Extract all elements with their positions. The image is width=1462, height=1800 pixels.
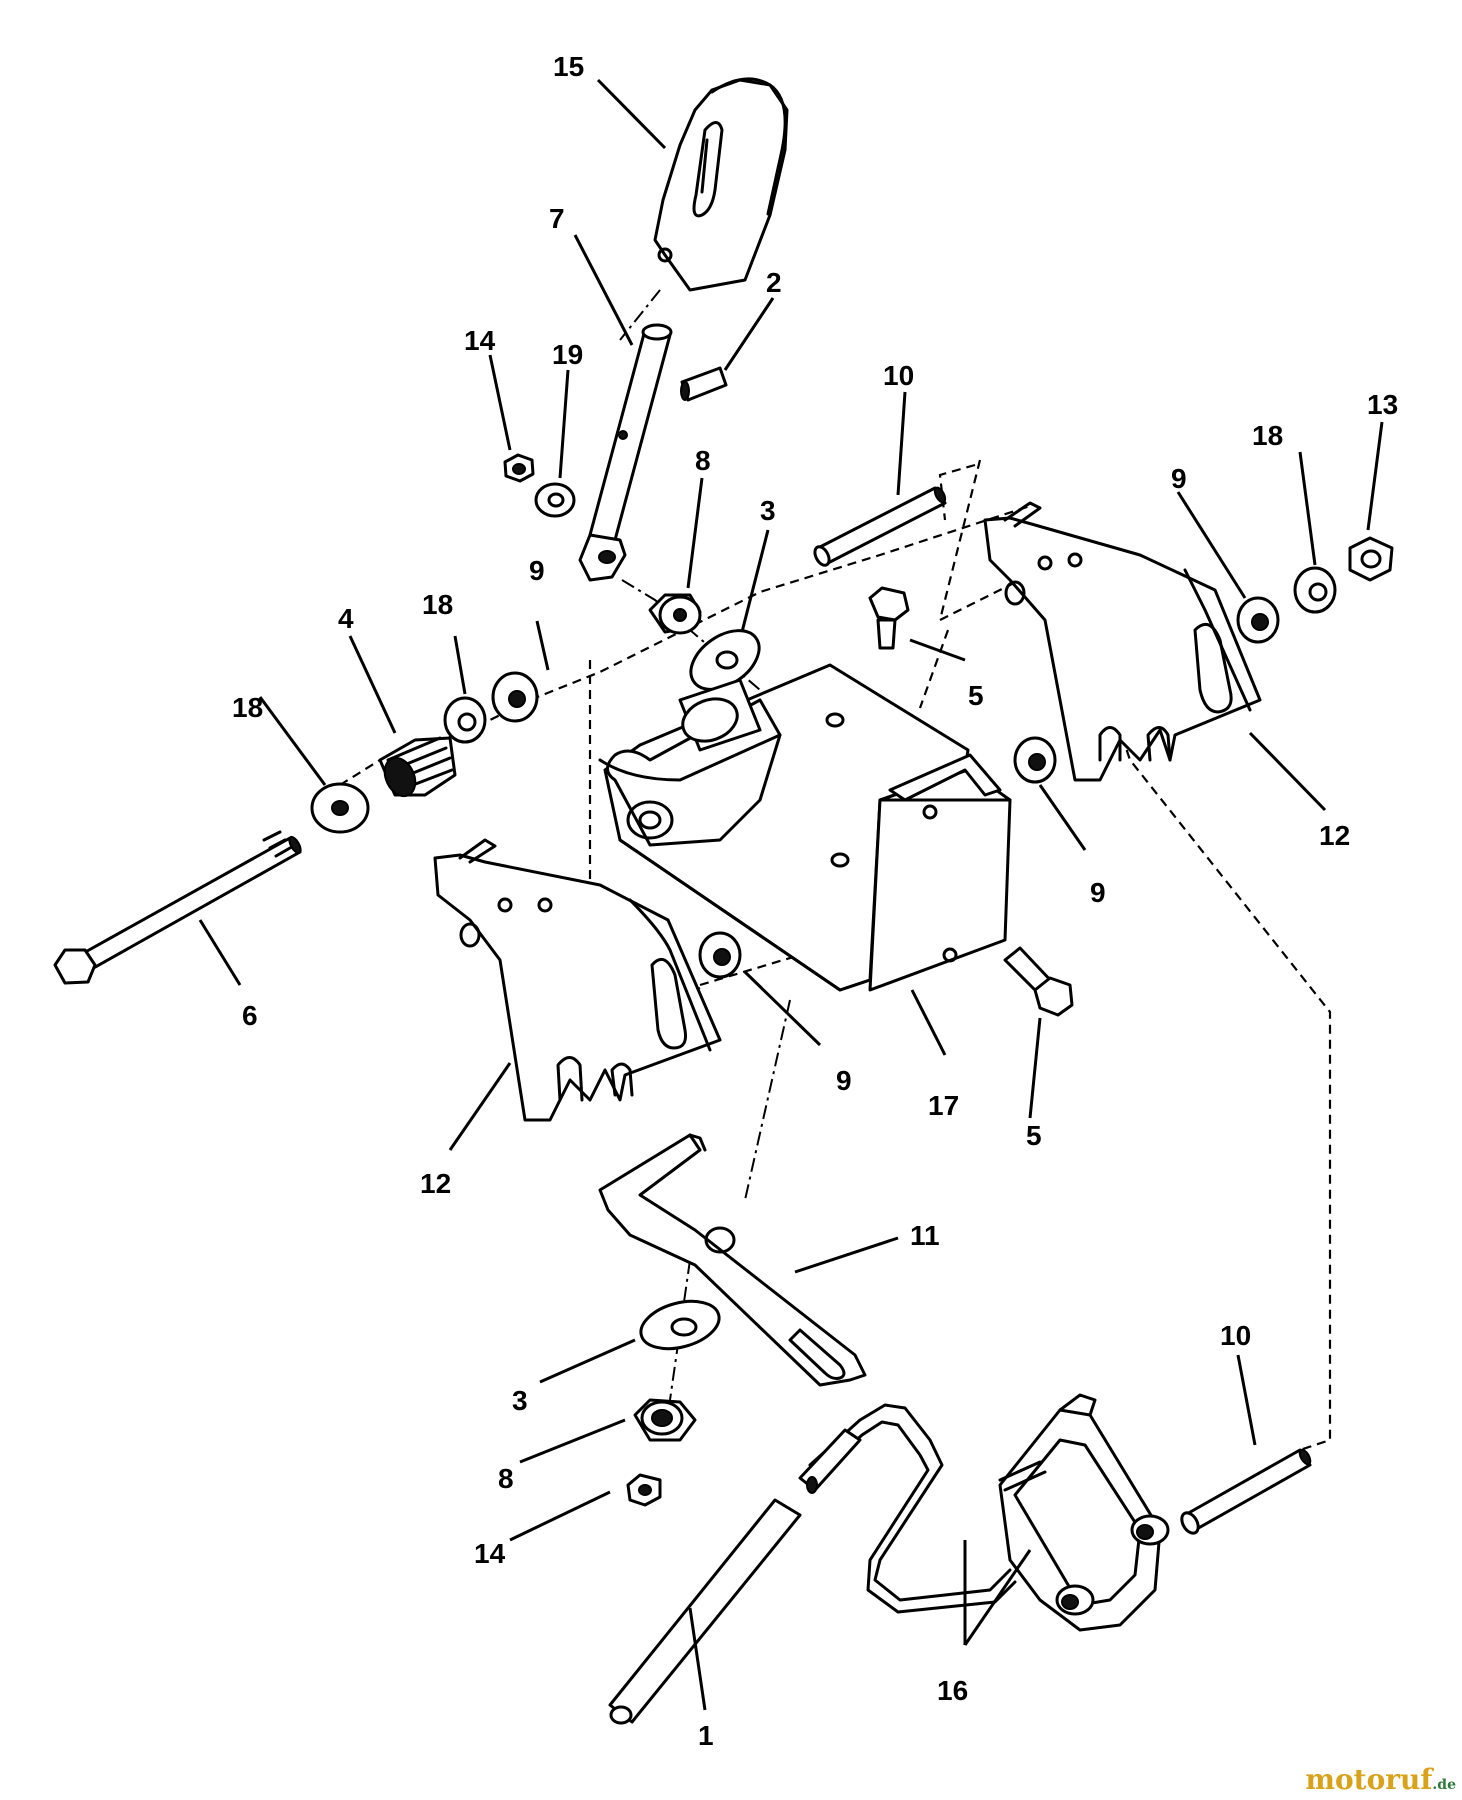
washer-icon bbox=[1236, 596, 1280, 644]
nut-icon bbox=[626, 1473, 662, 1507]
callout-16: 16 bbox=[937, 1675, 968, 1706]
callout-9: 9 bbox=[1171, 463, 1187, 494]
callout-5: 5 bbox=[1026, 1120, 1042, 1151]
nut-icon bbox=[1348, 536, 1394, 582]
callout-10: 10 bbox=[1220, 1320, 1251, 1351]
callout-9: 9 bbox=[529, 555, 545, 586]
bracket-icon bbox=[983, 501, 1262, 782]
nut-icon bbox=[503, 453, 535, 483]
washer-icon bbox=[1293, 566, 1337, 614]
callout-5: 5 bbox=[968, 680, 984, 711]
shift-arm-icon bbox=[798, 1393, 1170, 1632]
washer-icon bbox=[639, 1299, 721, 1351]
roll-pin-icon bbox=[680, 366, 728, 402]
callout-17: 17 bbox=[928, 1090, 959, 1121]
washer-icon bbox=[1013, 736, 1057, 784]
callout-labels: 15 7 2 14 19 10 13 18 9 8 3 18 4 18 9 5 … bbox=[232, 51, 1398, 1751]
pivot-pin-icon bbox=[1180, 1448, 1312, 1535]
housing-icon bbox=[598, 663, 1012, 992]
callout-13: 13 bbox=[1367, 389, 1398, 420]
callout-18: 18 bbox=[1252, 420, 1283, 451]
callout-14: 14 bbox=[464, 325, 496, 356]
shift-rod-icon bbox=[578, 323, 673, 582]
washer-icon bbox=[534, 482, 576, 518]
callout-9: 9 bbox=[1090, 877, 1106, 908]
callout-10: 10 bbox=[883, 360, 914, 391]
callout-3: 3 bbox=[512, 1385, 528, 1416]
bushing-icon bbox=[648, 593, 702, 635]
callout-7: 7 bbox=[549, 203, 565, 234]
watermark-logo: motoruf.de bbox=[1305, 1763, 1456, 1796]
bolt-icon bbox=[1003, 946, 1074, 1017]
callout-8: 8 bbox=[498, 1463, 514, 1494]
callout-8: 8 bbox=[695, 445, 711, 476]
pin-icon bbox=[608, 1498, 802, 1725]
washer-icon bbox=[491, 671, 539, 723]
leader-lines bbox=[198, 78, 1384, 1711]
washer-icon bbox=[443, 696, 487, 744]
callout-18: 18 bbox=[422, 589, 453, 620]
washer-icon bbox=[698, 931, 742, 979]
callout-11: 11 bbox=[910, 1220, 940, 1251]
callout-2: 2 bbox=[766, 267, 782, 298]
washer-icon bbox=[310, 782, 370, 834]
callout-4: 4 bbox=[338, 603, 354, 634]
callout-15: 15 bbox=[553, 51, 584, 82]
bolt-icon bbox=[53, 830, 302, 985]
pivot-pin-icon bbox=[813, 486, 947, 567]
callout-6: 6 bbox=[242, 1000, 258, 1031]
callout-3: 3 bbox=[760, 495, 776, 526]
bushing-icon bbox=[633, 1398, 697, 1442]
bracket-icon bbox=[433, 838, 722, 1122]
spring-icon bbox=[378, 736, 457, 798]
watermark-tld: .de bbox=[1432, 1777, 1456, 1793]
callout-19: 19 bbox=[552, 339, 583, 370]
callout-1: 1 bbox=[698, 1720, 714, 1751]
callout-18: 18 bbox=[232, 692, 263, 723]
shift-plate-icon bbox=[598, 1133, 867, 1387]
callout-12: 12 bbox=[1319, 820, 1350, 851]
callout-12: 12 bbox=[420, 1168, 451, 1199]
lever-handle-icon bbox=[653, 77, 789, 292]
callout-14: 14 bbox=[474, 1538, 506, 1569]
watermark-main: motoruf bbox=[1305, 1763, 1433, 1796]
callout-9: 9 bbox=[836, 1065, 852, 1096]
bolt-icon bbox=[868, 586, 910, 650]
